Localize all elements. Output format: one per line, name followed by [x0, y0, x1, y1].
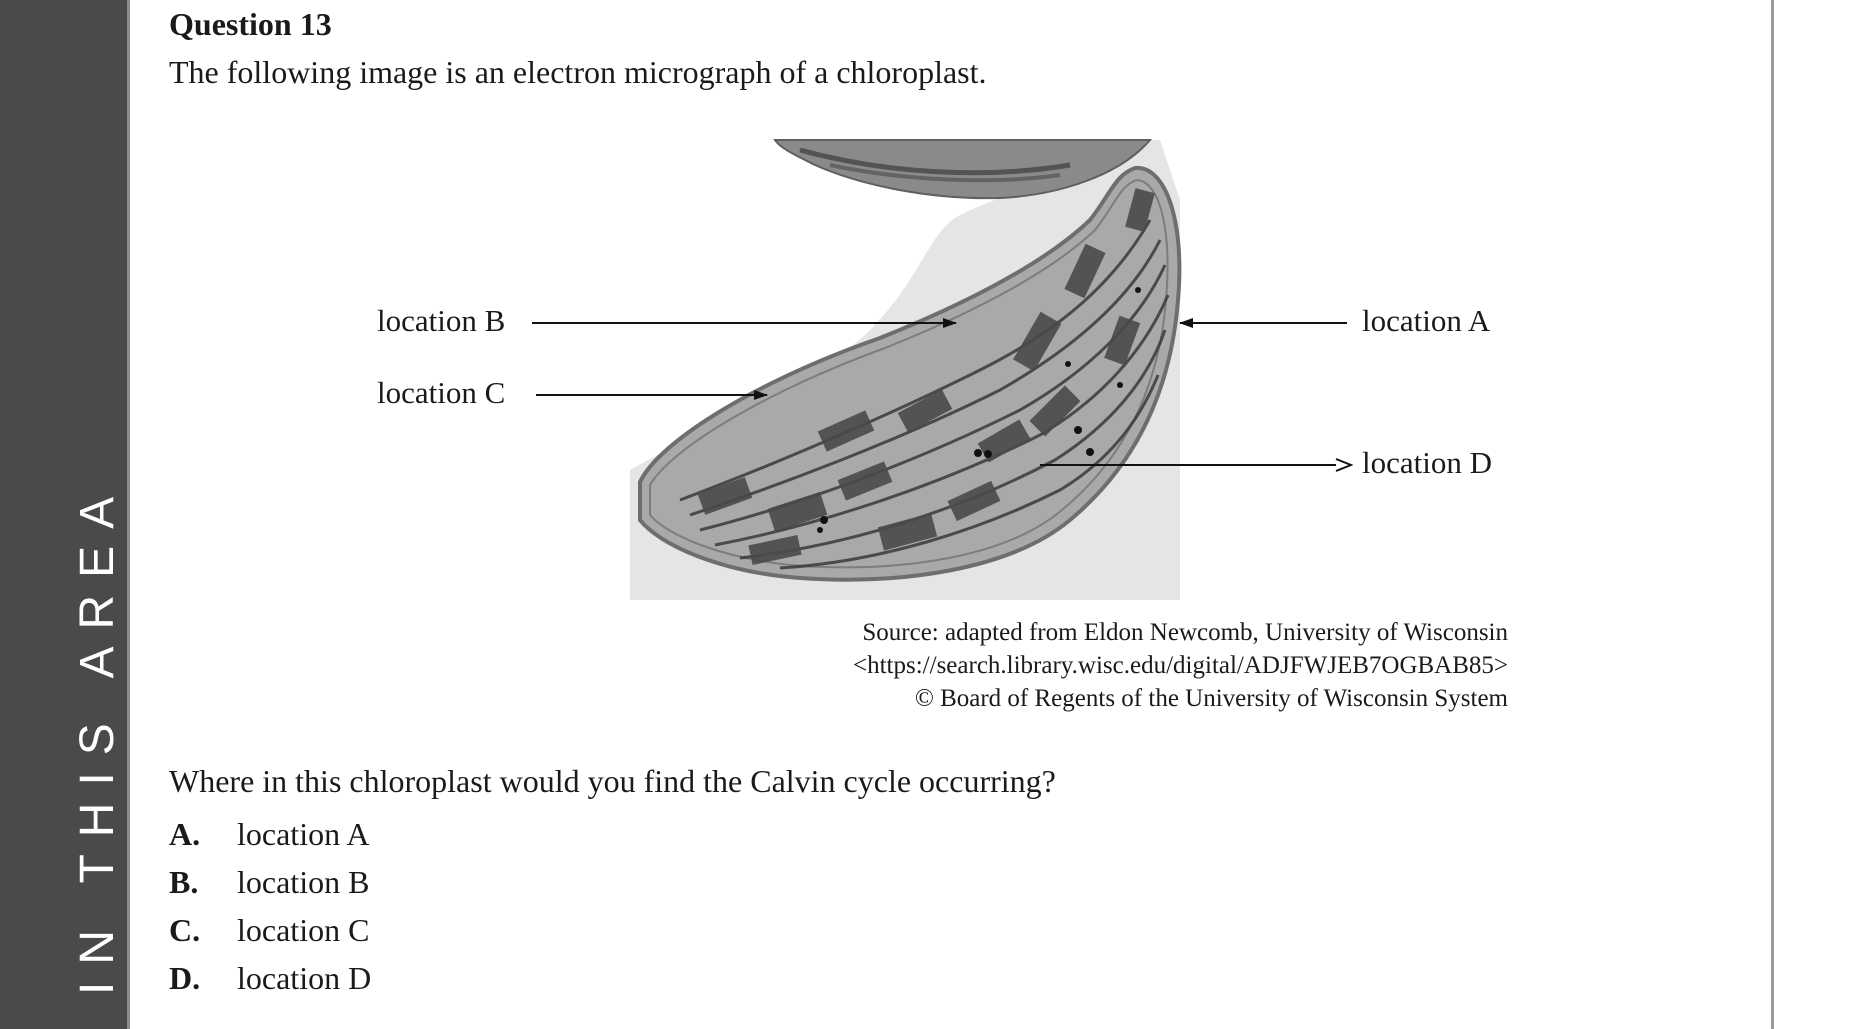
question-heading: Question 13	[169, 6, 332, 42]
source-url: <https://search.library.wisc.edu/digital…	[853, 652, 1508, 679]
label-location-b: location B	[377, 303, 506, 338]
option-text: location C	[237, 911, 370, 948]
source-line: Source: adapted from Eldon Newcomb, Univ…	[862, 619, 1508, 646]
source-copyright: © Board of Regents of the University of …	[914, 685, 1508, 712]
option-text: location B	[237, 863, 370, 900]
option-b[interactable]: B. location B	[169, 858, 371, 906]
question-intro: The following image is an electron micro…	[169, 54, 987, 90]
option-text: location D	[237, 959, 372, 996]
option-letter: B.	[169, 863, 199, 900]
upper-chloroplast-fragment	[773, 139, 1153, 200]
option-letter: D.	[169, 959, 201, 996]
chloroplast-body	[638, 165, 1182, 582]
label-location-d: location D	[1362, 445, 1492, 480]
option-a[interactable]: A. location A	[169, 810, 371, 858]
label-location-c: location C	[377, 375, 506, 410]
option-d[interactable]: D. location D	[169, 954, 371, 1002]
margin-strip: IN THIS AREA	[0, 0, 130, 1029]
right-margin-rule	[1771, 0, 1774, 1029]
option-c[interactable]: C. location C	[169, 906, 371, 954]
answer-options: A. location A B. location B C. location …	[169, 810, 371, 1002]
question-prompt: Where in this chloroplast would you find…	[169, 763, 1056, 799]
option-letter: C.	[169, 911, 201, 948]
label-location-a: location A	[1362, 303, 1491, 338]
margin-warning-text: IN THIS AREA	[71, 479, 124, 995]
figure-source-citation: Source: adapted from Eldon Newcomb, Univ…	[700, 616, 1508, 715]
option-text: location A	[237, 815, 370, 852]
micrograph-background	[630, 140, 1180, 600]
option-letter: A.	[169, 815, 201, 852]
